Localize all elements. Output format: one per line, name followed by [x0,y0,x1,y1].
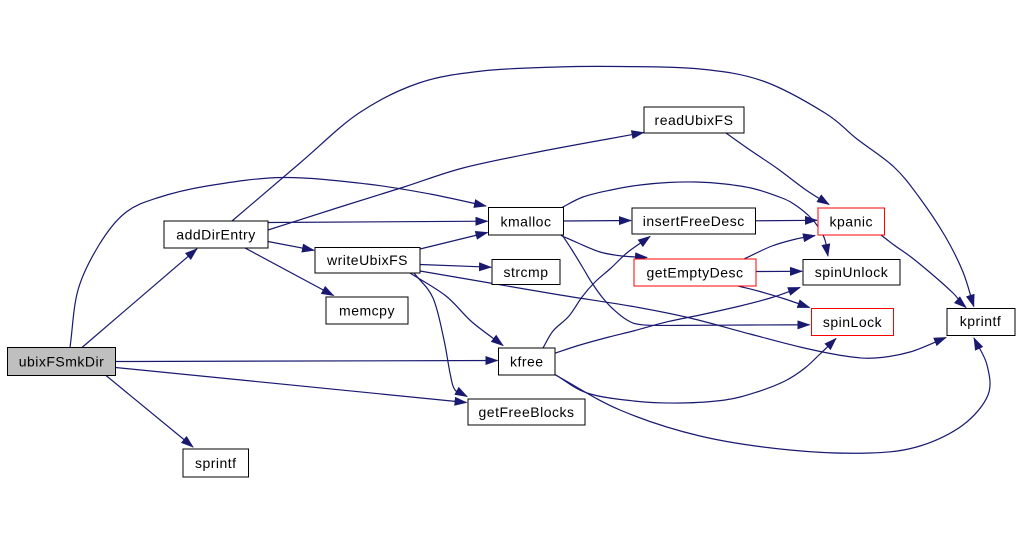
svg-text:writeUbixFS: writeUbixFS [326,252,408,268]
svg-text:insertFreeDesc: insertFreeDesc [643,213,745,229]
svg-text:spinLock: spinLock [823,314,883,330]
svg-text:readUbixFS: readUbixFS [655,112,734,128]
svg-text:memcpy: memcpy [339,303,395,319]
svg-text:getEmptyDesc: getEmptyDesc [646,265,743,281]
svg-text:sprintf: sprintf [195,455,237,471]
svg-text:kmalloc: kmalloc [501,214,552,230]
svg-text:strcmp: strcmp [504,264,549,280]
svg-text:getFreeBlocks: getFreeBlocks [479,404,575,420]
svg-text:kprintf: kprintf [960,313,1002,329]
svg-text:ubixFSmkDir: ubixFSmkDir [19,354,105,370]
svg-text:kpanic: kpanic [830,214,873,230]
svg-text:spinUnlock: spinUnlock [815,264,889,280]
svg-text:addDirEntry: addDirEntry [176,227,255,243]
svg-text:kfree: kfree [510,354,544,370]
